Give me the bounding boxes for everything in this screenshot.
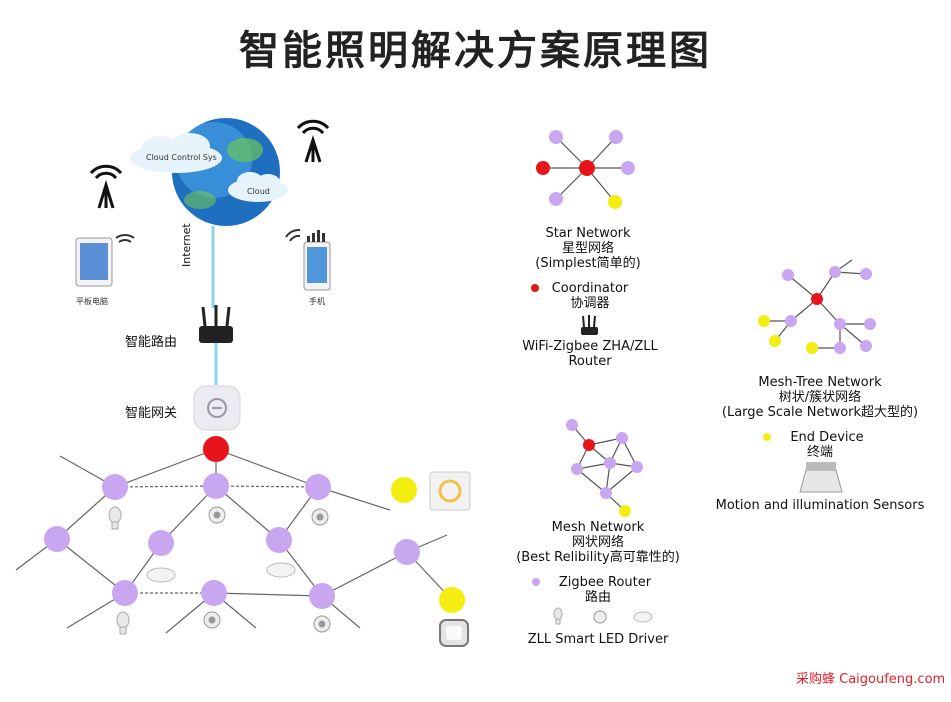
mesh-tree-title: Mesh-Tree Network bbox=[758, 375, 882, 390]
zigbee-router-legend: Zigbee Router 路由 bbox=[528, 575, 668, 605]
gateway-icon bbox=[193, 385, 241, 431]
cloud-label: Cloud bbox=[247, 187, 270, 196]
watermark: 采购蜂 Caigoufeng.com bbox=[796, 672, 946, 687]
tablet-icon bbox=[75, 237, 113, 287]
coordinator-subtitle: 协调器 bbox=[570, 296, 610, 311]
tablet-label: 平板电脑 bbox=[76, 297, 108, 306]
legend-downlight-icon bbox=[593, 610, 607, 624]
wifi-icon bbox=[115, 234, 135, 243]
end-device-legend: End Device 终端 bbox=[755, 430, 885, 460]
end-device-title: End Device bbox=[790, 430, 864, 445]
phone-label: 手机 bbox=[309, 297, 325, 306]
router-label: 智能路由 bbox=[125, 335, 178, 350]
zigbee-router-subtitle: 路由 bbox=[584, 590, 611, 605]
end-device-subtitle: 终端 bbox=[806, 445, 833, 460]
antenna-tower-icon bbox=[296, 119, 330, 163]
star-router-nodes bbox=[549, 130, 635, 206]
star-note: (Simplest简单的) bbox=[535, 256, 641, 271]
mesh-router-nodes bbox=[566, 419, 643, 499]
legend-end-device-dot bbox=[763, 433, 771, 441]
gateway-label: 智能网关 bbox=[125, 406, 178, 421]
mesh-tree-subtitle: 树状/簇状网络 bbox=[778, 390, 862, 405]
coordinator-title: Coordinator bbox=[551, 281, 629, 296]
mesh-tree-note: (Large Scale Network超大型的) bbox=[721, 405, 919, 420]
star-end-node bbox=[608, 195, 622, 209]
mesh-tree-end-nodes bbox=[758, 315, 818, 354]
motion-sensor-icon bbox=[799, 462, 843, 493]
legend-router-dot bbox=[532, 578, 540, 586]
wifi-icon bbox=[285, 228, 301, 242]
cloud-control-icon bbox=[130, 133, 222, 173]
legend-router-icon bbox=[581, 315, 598, 335]
lighting-mesh bbox=[15, 448, 453, 634]
star-title: Star Network bbox=[545, 226, 631, 241]
mesh-caption: Mesh Network 网状网络 (Best Relibility高可靠性的) bbox=[498, 520, 698, 565]
end-device-nodes bbox=[391, 477, 465, 613]
antenna-tower-icon bbox=[89, 164, 123, 209]
phone-icon bbox=[303, 241, 331, 291]
mesh-end-node bbox=[619, 505, 631, 517]
zll-driver-caption: ZLL Smart LED Driver bbox=[527, 632, 669, 647]
coordinator-node bbox=[203, 436, 229, 462]
mesh-tree-coordinator-node bbox=[811, 293, 823, 305]
internet-label: Internet bbox=[180, 223, 193, 267]
star-coordinator-node bbox=[579, 160, 595, 176]
legend-coordinator-dot bbox=[531, 284, 539, 292]
cloud-icon bbox=[228, 172, 288, 202]
signal-bars-icon bbox=[307, 230, 325, 242]
star-coordinator-node bbox=[536, 161, 550, 175]
zigbee-router-title: Zigbee Router bbox=[558, 575, 652, 590]
cloud-control-label: Cloud Control Sys bbox=[146, 153, 217, 162]
sensor-icon bbox=[439, 619, 469, 647]
legend-bulb-icon bbox=[553, 607, 563, 625]
legend-driver-icon bbox=[633, 611, 653, 623]
router-icon bbox=[199, 305, 233, 343]
led-bulb-icon bbox=[108, 506, 130, 635]
mesh-tree-router-nodes bbox=[782, 266, 876, 354]
wifi-router-title: WiFi-Zigbee ZHA/ZLL bbox=[522, 339, 658, 354]
mesh-tree-caption: Mesh-Tree Network 树状/簇状网络 (Large Scale N… bbox=[700, 375, 940, 420]
wifi-router-subtitle: Router bbox=[568, 354, 612, 369]
dimmer-panel-icon bbox=[429, 471, 471, 511]
mesh-coordinator-node bbox=[583, 439, 595, 451]
mesh-subtitle: 网状网络 bbox=[571, 535, 624, 550]
sensors-caption: Motion and illumination Sensors bbox=[715, 498, 925, 513]
router-nodes bbox=[44, 473, 420, 609]
mesh-note: (Best Relibility高可靠性的) bbox=[516, 550, 680, 565]
mesh-title: Mesh Network bbox=[551, 520, 645, 535]
wifi-router-legend: WiFi-Zigbee ZHA/ZLL Router bbox=[500, 339, 680, 369]
star-network-caption: Star Network 星型网络 (Simplest简单的) bbox=[508, 226, 668, 271]
downlight-icon bbox=[203, 506, 331, 633]
coordinator-legend: Coordinator 协调器 bbox=[520, 281, 660, 311]
page-title: 智能照明解决方案原理图 bbox=[239, 28, 712, 74]
led-driver-icon bbox=[146, 562, 296, 583]
star-subtitle: 星型网络 bbox=[561, 241, 614, 256]
